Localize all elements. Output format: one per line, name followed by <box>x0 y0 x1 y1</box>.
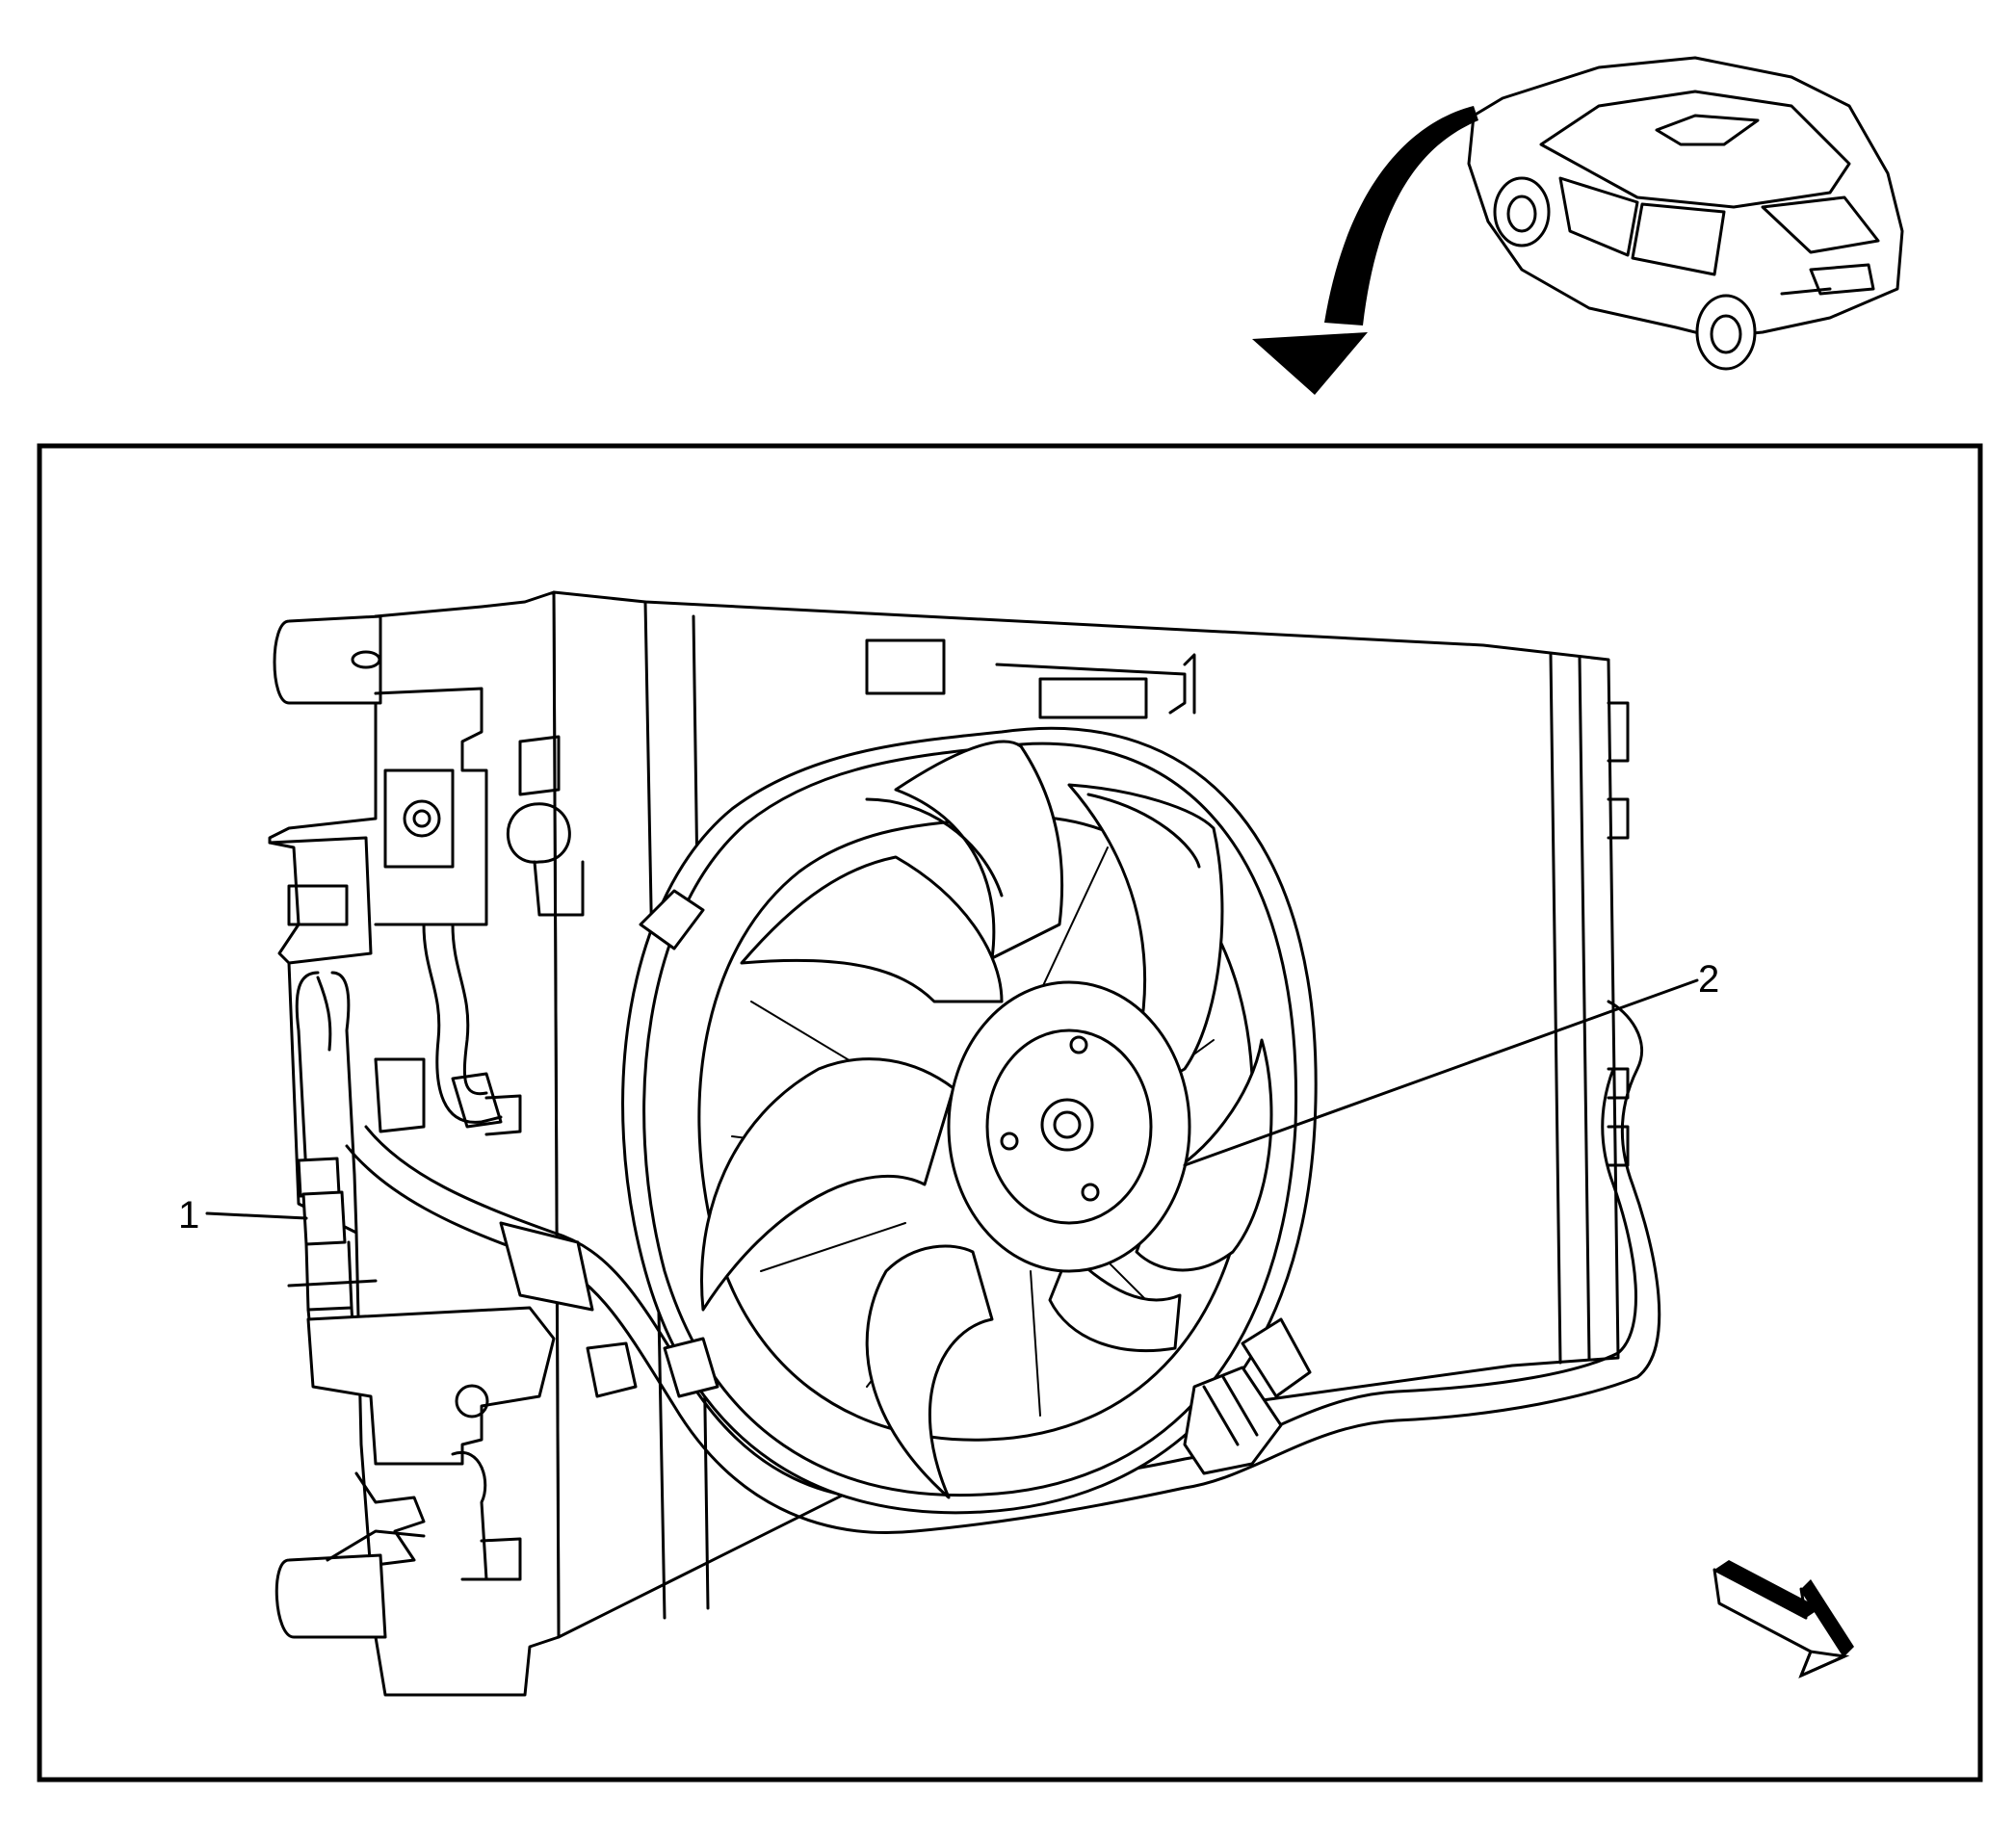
callout-2-label: 2 <box>1698 958 1719 1001</box>
fan-hub <box>947 980 1191 1273</box>
view-direction-arrow-icon <box>1252 106 1478 395</box>
front-direction-arrow-icon <box>1712 1560 1854 1679</box>
callout-1: 1 <box>178 1194 308 1236</box>
callout-2: 2 <box>1183 958 1719 1167</box>
cooling-fan-blades <box>700 740 1273 1499</box>
vehicle-location-icon <box>1467 56 1904 371</box>
detail-frame <box>37 443 1983 1783</box>
callout-1-label: 1 <box>178 1194 199 1236</box>
